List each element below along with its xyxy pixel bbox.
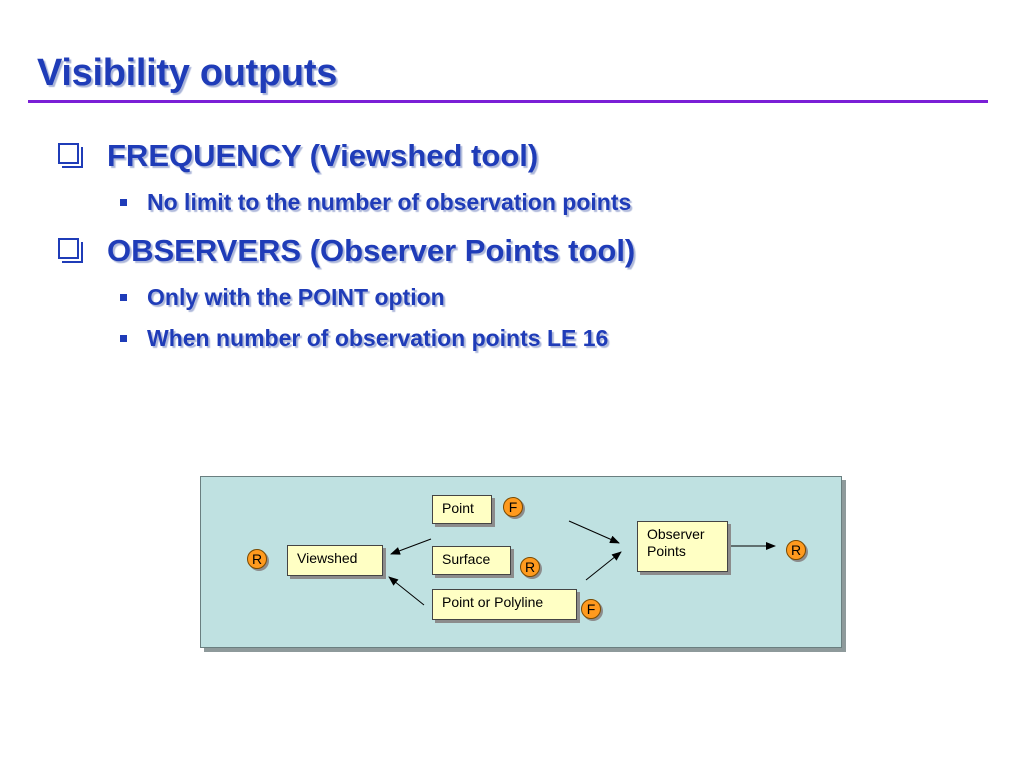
hollow-square-bullet-icon (58, 143, 79, 164)
title-divider (28, 100, 988, 103)
arrow-polyline-to-viewshed (388, 576, 425, 606)
bullet-frequency-text: FREQUENCY (Viewshed tool) (107, 138, 539, 173)
hollow-square-bullet-icon (58, 238, 79, 259)
point-or-polyline-node: Point or Polyline (432, 589, 577, 620)
arrow-point-to-observer (568, 520, 620, 544)
bullet-no-limit-text: No limit to the number of observation po… (147, 189, 632, 215)
arrow-point-to-viewshed (390, 538, 432, 555)
bullet-frequency: FREQUENCY (Viewshed tool) (58, 138, 538, 174)
bullet-point-option: Only with the POINT option (120, 284, 445, 311)
filled-square-bullet-icon (120, 199, 127, 206)
visibility-flow-diagram: Point F Surface R Point or Polyline F Vi… (200, 476, 842, 648)
observer-points-badge: R (786, 540, 806, 560)
filled-square-bullet-icon (120, 294, 127, 301)
bullet-no-limit: No limit to the number of observation po… (120, 189, 631, 216)
bullet-observers: OBSERVERS (Observer Points tool) (58, 233, 635, 269)
arrow-polyline-to-observer (585, 551, 622, 581)
filled-square-bullet-icon (120, 335, 127, 342)
observer-points-node: Observer Points (637, 521, 728, 572)
point-node: Point (432, 495, 492, 524)
bullet-observers-text: OBSERVERS (Observer Points tool) (107, 233, 636, 268)
viewshed-node: Viewshed (287, 545, 383, 576)
diagram-arrows (388, 520, 776, 606)
slide-title: Visibility outputs (37, 52, 338, 94)
bullet-le16-text: When number of observation points LE 16 (147, 325, 609, 351)
surface-badge: R (520, 557, 540, 577)
bullet-le16: When number of observation points LE 16 (120, 325, 608, 352)
point-badge: F (503, 497, 523, 517)
observer-points-label-line2: Points (647, 543, 686, 559)
observer-points-label-line1: Observer (647, 526, 705, 542)
bullet-point-option-text: Only with the POINT option (147, 284, 445, 310)
viewshed-badge: R (247, 549, 267, 569)
point-or-polyline-badge: F (581, 599, 601, 619)
surface-node: Surface (432, 546, 511, 575)
